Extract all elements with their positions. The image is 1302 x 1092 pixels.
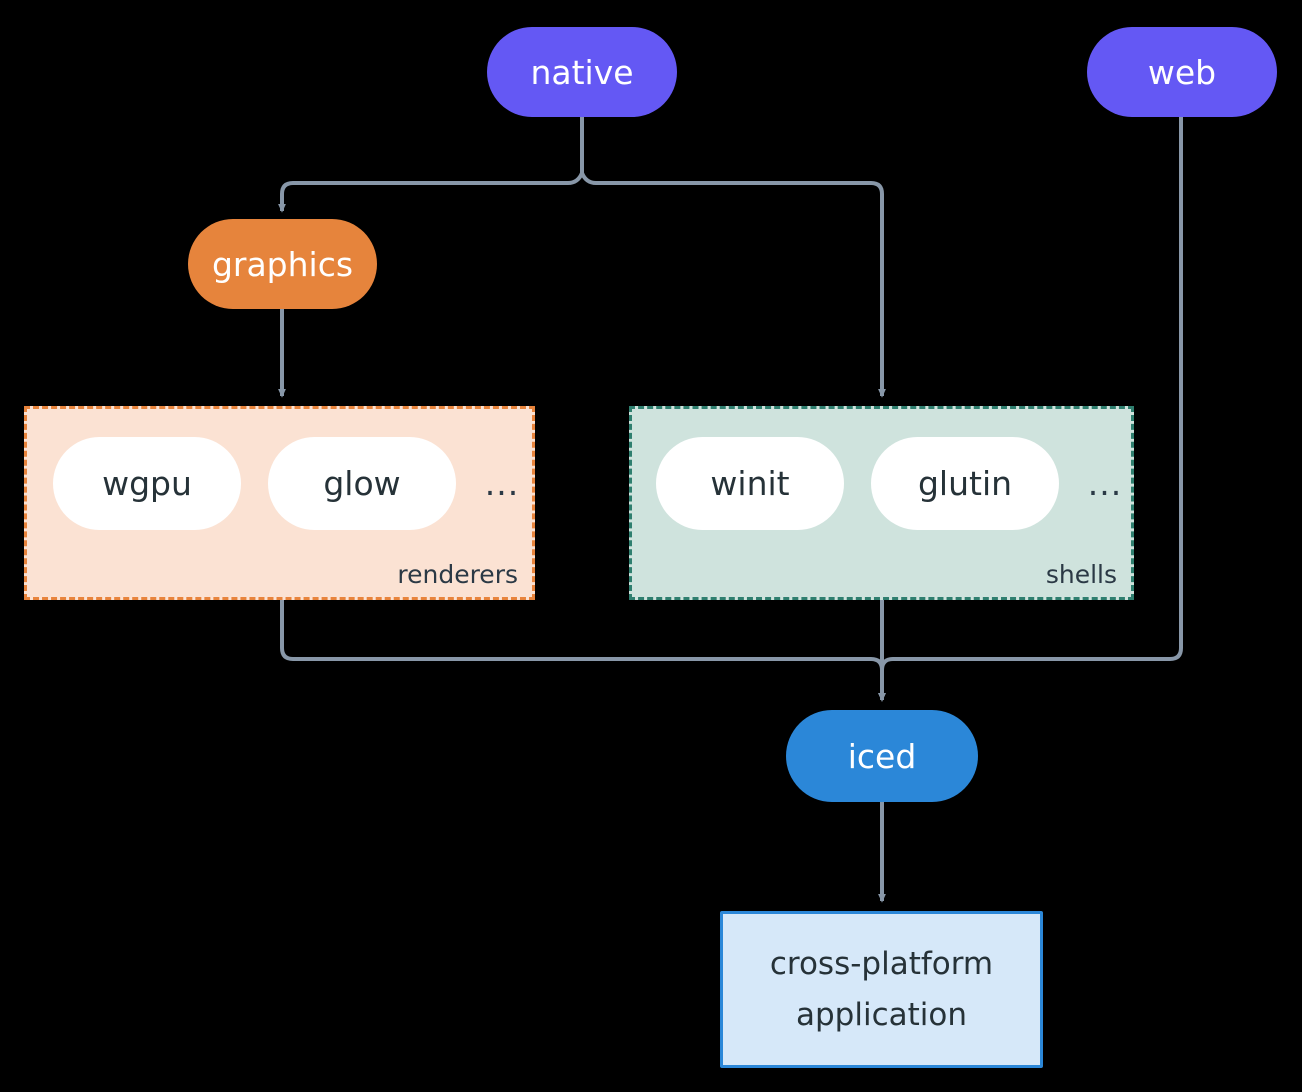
node-iced-label: iced — [847, 736, 917, 776]
leaf-winit-label: winit — [710, 464, 790, 503]
node-iced[interactable]: iced — [786, 710, 978, 802]
node-web-label: web — [1147, 52, 1217, 92]
node-graphics[interactable]: graphics — [188, 219, 377, 309]
leaf-glutin-label: glutin — [917, 464, 1013, 503]
leaf-winit[interactable]: winit — [656, 437, 844, 530]
leaf-wgpu-label: wgpu — [102, 464, 192, 503]
node-web[interactable]: web — [1087, 27, 1277, 117]
edge-native-to-graphics — [278, 172, 584, 213]
application-label-line1: cross-platform — [769, 946, 994, 983]
node-cross-platform-application[interactable]: cross-platform application — [720, 911, 1043, 1068]
renderers-ellipsis: ... — [484, 464, 520, 503]
leaf-wgpu[interactable]: wgpu — [53, 437, 241, 530]
cluster-renderers: wgpu glow ... renderers — [24, 406, 535, 600]
leaf-glow[interactable]: glow — [268, 437, 456, 530]
leaf-glutin[interactable]: glutin — [871, 437, 1059, 530]
node-graphics-label: graphics — [211, 244, 354, 284]
cluster-shells: winit glutin ... shells — [629, 406, 1134, 600]
edge-native-to-shells — [580, 172, 886, 398]
node-native[interactable]: native — [487, 27, 677, 117]
cluster-renderers-label: renderers — [397, 560, 518, 589]
cluster-shells-label: shells — [1045, 560, 1117, 589]
application-label-line2: application — [796, 996, 967, 1033]
node-native-label: native — [530, 52, 634, 92]
leaf-glow-label: glow — [323, 464, 401, 503]
edge-renderers-to-iced — [280, 600, 886, 702]
shells-ellipsis: ... — [1087, 464, 1123, 503]
